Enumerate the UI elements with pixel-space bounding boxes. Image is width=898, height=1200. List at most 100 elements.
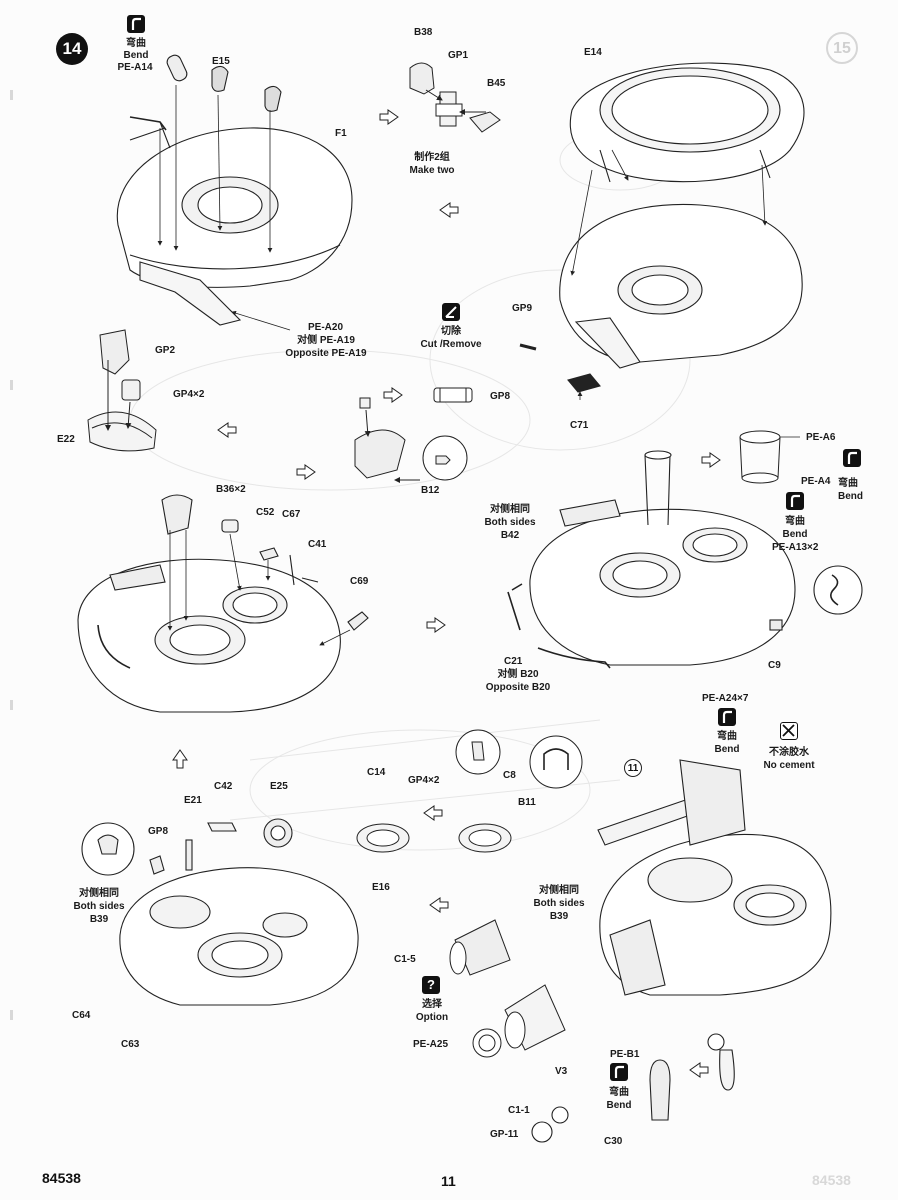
- option-label-en: Option: [415, 1012, 449, 1023]
- turret-assembly-bottom-right: [531, 759, 832, 1143]
- bend-label-a24-cn: 弯曲: [717, 731, 737, 742]
- bend-icon-a24: [718, 708, 736, 726]
- pe-stowage-a6: [739, 430, 800, 484]
- subassembly-callout-11: 11: [624, 759, 642, 777]
- bend-label-a4-cn: 弯曲: [838, 478, 858, 489]
- bend-icon-b1: [610, 1063, 628, 1081]
- part-label-b20-en: Opposite B20: [485, 682, 551, 693]
- part-label-c69: C69: [350, 576, 369, 587]
- no-cement-label-en: No cement: [763, 760, 815, 771]
- part-label-pe-a6: PE-A6: [806, 432, 836, 443]
- part-label-c30: C30: [604, 1136, 623, 1147]
- no-cement-label-cn: 不涂胶水: [769, 747, 809, 758]
- bend-label-a4-en: Bend: [838, 491, 863, 502]
- part-label-c14: C14: [367, 767, 386, 778]
- part-label-pe-a14: PE-A14: [117, 62, 153, 73]
- panel1-leader-lines: [157, 85, 291, 331]
- part-label-c52: C52: [256, 507, 275, 518]
- turret-collar-e14: [569, 62, 805, 183]
- part-label-e21: E21: [184, 795, 202, 806]
- part-label-c1-5: C1-5: [394, 954, 416, 965]
- part-label-b11: B11: [518, 797, 536, 808]
- bend-icon: [127, 15, 145, 33]
- part-label-b36x2: B36×2: [216, 484, 246, 495]
- part-label-e14: E14: [584, 47, 602, 58]
- note-both-sides-cn-2: 对侧相同: [79, 888, 119, 899]
- part-label-e25: E25: [270, 781, 288, 792]
- hatch-subassemblies: [356, 729, 583, 853]
- part-label-gp8-b: GP8: [148, 826, 169, 837]
- part-label-pe-a19-cn: 对侧 PE-A19: [297, 335, 355, 346]
- panel6-leader-lines: [167, 530, 351, 646]
- bend-label-b1-en: Bend: [606, 1100, 632, 1111]
- part-label-pe-a19-en: Opposite PE-A19: [285, 348, 367, 359]
- note-make-two-cn: 制作2组: [414, 152, 450, 163]
- part-label-e16: E16: [372, 882, 390, 893]
- part-label-c21: C21: [504, 656, 523, 667]
- bend-label-a24-en: Bend: [714, 744, 740, 755]
- bend-icon-a13: [786, 492, 804, 510]
- part-label-e22: E22: [57, 434, 75, 445]
- cut-label-en: Cut /Remove: [420, 339, 482, 350]
- bend-label-cn: 弯曲: [126, 38, 146, 49]
- part-label-gp4x2: GP4×2: [173, 389, 205, 400]
- part-gp8-cut: [433, 387, 473, 403]
- part-label-c42: C42: [214, 781, 233, 792]
- note-both-sides-en-2: Both sides: [73, 901, 125, 912]
- bend-icon-a4: [843, 449, 861, 467]
- step-number-badge: 14: [56, 33, 88, 65]
- note-both-sides-cn-3: 对侧相同: [539, 885, 579, 896]
- turret-assembly-bottom-left: [81, 818, 359, 1006]
- mantlet-subassembly-b12: [354, 397, 468, 483]
- note-make-two-en: Make two: [409, 165, 455, 176]
- turret-assembly-left: [77, 494, 369, 713]
- part-label-c71: C71: [570, 420, 589, 431]
- part-label-gp1: GP1: [448, 50, 469, 61]
- bend-label-en: Bend: [123, 50, 149, 61]
- option-parts: [449, 919, 566, 1058]
- page-number: 11: [441, 1173, 456, 1189]
- part-label-gp4x2-b: GP4×2: [408, 775, 440, 786]
- bend-label-b1-cn: 弯曲: [609, 1087, 629, 1098]
- part-label-b20-cn: 对侧 B20: [497, 669, 539, 680]
- part-label-gp-11: GP-11: [490, 1129, 519, 1140]
- part-label-c67: C67: [282, 509, 301, 520]
- part-label-b45: B45: [487, 78, 506, 89]
- cut-label-cn: 切除: [441, 326, 461, 337]
- part-label-gp2: GP2: [155, 345, 176, 356]
- part-label-pe-a20: PE-A20: [308, 322, 344, 333]
- part-label-b39-b: B39: [549, 911, 569, 922]
- part-label-pe-a13x2: PE-A13×2: [772, 542, 819, 553]
- option-label-cn: 选择: [422, 999, 442, 1010]
- part-label-c64: C64: [72, 1010, 91, 1021]
- part-label-pe-a24x7: PE-A24×7: [702, 693, 749, 704]
- note-both-sides-en-1: Both sides: [484, 517, 536, 528]
- part-label-c9: C9: [768, 660, 781, 671]
- option-icon: ?: [422, 976, 440, 994]
- part-label-pe-b1: PE-B1: [610, 1049, 640, 1060]
- bend-label-a13-en: Bend: [782, 529, 808, 540]
- part-label-gp8: GP8: [490, 391, 511, 402]
- part-label-c63: C63: [121, 1039, 140, 1050]
- note-both-sides-en-3: Both sides: [533, 898, 585, 909]
- turret-shell-assembly-2: [519, 203, 803, 393]
- part-label-c1-1: C1-1: [508, 1105, 530, 1116]
- part-label-pe-a25: PE-A25: [413, 1039, 449, 1050]
- ghost-bleed-through: [129, 129, 691, 851]
- turret-assembly-right: [507, 450, 863, 669]
- note-both-sides-cn-1: 对侧相同: [490, 504, 530, 515]
- part-label-b42: B42: [500, 530, 520, 541]
- hinge-subassembly-gp1: [409, 62, 501, 133]
- panel3-leader-lines: [570, 149, 768, 400]
- ghost-step-number: 15: [826, 32, 858, 64]
- part-label-b12: B12: [421, 485, 440, 496]
- flow-arrows: [172, 109, 721, 1078]
- model-number: 84538: [42, 1170, 81, 1186]
- cut-remove-icon: [442, 303, 460, 321]
- ghost-model-number: 84538: [812, 1172, 851, 1188]
- part-label-f1: F1: [335, 128, 347, 139]
- periscope-subassembly-e22: [87, 329, 157, 452]
- part-label-b39-a: B39: [89, 914, 109, 925]
